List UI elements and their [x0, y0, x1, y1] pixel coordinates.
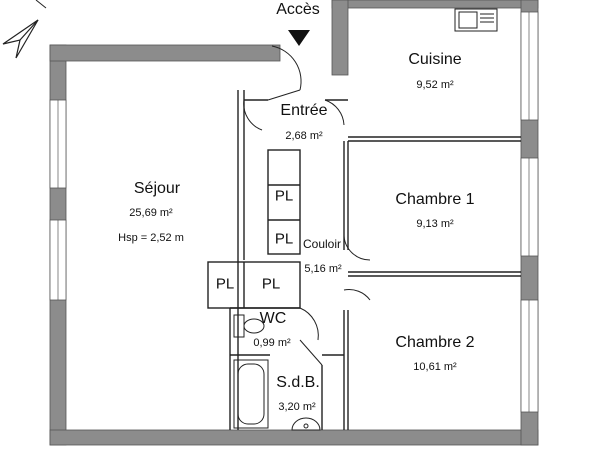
- room-name-chambre1: Chambre 1: [395, 191, 475, 208]
- room-name-cuisine: Cuisine: [408, 51, 462, 68]
- entrance-arrow-icon: [288, 30, 310, 46]
- closet-label-1: PL: [274, 187, 294, 205]
- room-name-chambre2: Chambre 2: [395, 334, 475, 351]
- room-name-wc: WC: [259, 310, 287, 327]
- room-area-wc: 0,99 m²: [253, 337, 291, 349]
- closet-label-2: PL: [274, 230, 294, 248]
- north-arrow-icon: [2, 19, 39, 59]
- room-area-sdb: 3,20 m²: [278, 401, 316, 413]
- room-name-couloir: Couloir: [302, 237, 342, 251]
- interior-partitions: [207, 90, 521, 430]
- room-area-chambre2: 10,61 m²: [413, 361, 457, 373]
- toilet-icon: [233, 314, 265, 338]
- room-area-sejour: 25,69 m²: [129, 207, 173, 219]
- closet-label-4: PL: [261, 275, 281, 293]
- bathtub-icon: [233, 359, 269, 429]
- windows: [49, 11, 539, 413]
- closet-label-3: PL: [215, 275, 235, 293]
- room-name-sejour: Séjour: [133, 180, 181, 197]
- doors: [243, 45, 371, 366]
- room-area-chambre1: 9,13 m²: [416, 218, 454, 230]
- room-height-sejour: Hsp = 2,52 m: [118, 232, 184, 244]
- room-area-cuisine: 9,52 m²: [416, 79, 454, 91]
- access-label: Accès: [276, 1, 320, 18]
- room-area-entree: 2,68 m²: [285, 130, 323, 142]
- room-area-couloir: 5,16 m²: [304, 263, 342, 275]
- washbasin-icon: [291, 417, 321, 431]
- room-name-entree: Entrée: [280, 102, 328, 119]
- kitchen-sink-icon: [454, 8, 498, 32]
- room-name-sdb: S.d.B.: [276, 374, 320, 391]
